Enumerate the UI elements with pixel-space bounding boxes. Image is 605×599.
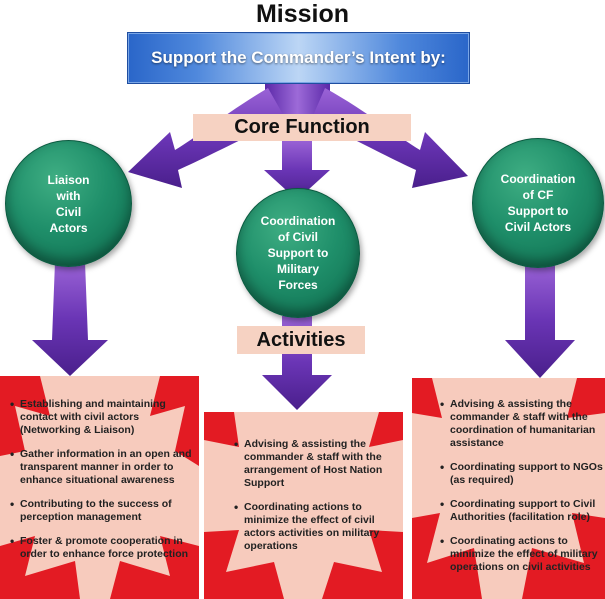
circle-line: Military xyxy=(276,262,319,276)
circle-line: of Civil xyxy=(277,230,318,244)
activities-list-left: Establishing and maintaining contact wit… xyxy=(6,398,199,572)
arrow-to-center-activities xyxy=(262,316,332,410)
circle-line: Coordination xyxy=(500,172,576,186)
activities-list-center: Advising & assisting the commander & sta… xyxy=(230,438,402,564)
mission-title: Mission xyxy=(255,0,350,28)
activities-list-right: Advising & assisting the commander & sta… xyxy=(436,398,605,585)
activities-label: Activities xyxy=(237,326,365,354)
function-circle-cf-support: Coordination of CF Support to Civil Acto… xyxy=(472,138,604,268)
arrow-to-left-activities xyxy=(32,262,108,376)
circle-line: Civil Actors xyxy=(504,220,572,234)
circle-line: Civil xyxy=(55,204,82,219)
activity-item: Advising & assisting the commander & sta… xyxy=(440,398,605,450)
core-function-label: Core Function xyxy=(193,114,411,141)
activity-item: Advising & assisting the commander & sta… xyxy=(234,438,402,490)
activity-item: Coordinating support to Civil Authoritie… xyxy=(440,498,605,524)
activities-box-center: Advising & assisting the commander & sta… xyxy=(204,412,403,599)
circle-line: Support to xyxy=(267,246,329,260)
arrow-to-civil-support xyxy=(264,140,330,200)
activities-box-left: Establishing and maintaining contact wit… xyxy=(0,376,199,599)
circle-line: Actors xyxy=(49,220,88,235)
arrow-to-right-activities xyxy=(505,262,575,378)
activity-item: Gather information in an open and transp… xyxy=(10,448,199,487)
mission-banner: Support the Commander’s Intent by: xyxy=(127,32,470,84)
function-circle-liaison: Liaison with Civil Actors xyxy=(5,140,132,267)
activity-item: Coordinating actions to minimize the eff… xyxy=(440,535,605,574)
activity-item: Coordinating support to NGOs (as require… xyxy=(440,461,605,487)
activity-item: Establishing and maintaining contact wit… xyxy=(10,398,199,437)
activity-item: Foster & promote cooperation in order to… xyxy=(10,535,199,561)
banner-text: Support the Commander’s Intent by: xyxy=(151,48,446,67)
circle-line: with xyxy=(56,188,81,203)
stem-arrow xyxy=(265,82,330,115)
circle-line: Support to xyxy=(507,204,569,218)
circle-line: Liaison xyxy=(47,172,90,187)
activity-item: Coordinating actions to minimize the eff… xyxy=(234,501,402,553)
circle-line: Forces xyxy=(278,278,318,292)
activity-item: Contributing to the success of perceptio… xyxy=(10,498,199,524)
function-circle-civil-support: Coordination of Civil Support to Militar… xyxy=(236,188,360,318)
circle-line: Coordination xyxy=(260,214,336,228)
activities-box-right: Advising & assisting the commander & sta… xyxy=(412,378,605,599)
circle-line: of CF xyxy=(522,188,554,202)
